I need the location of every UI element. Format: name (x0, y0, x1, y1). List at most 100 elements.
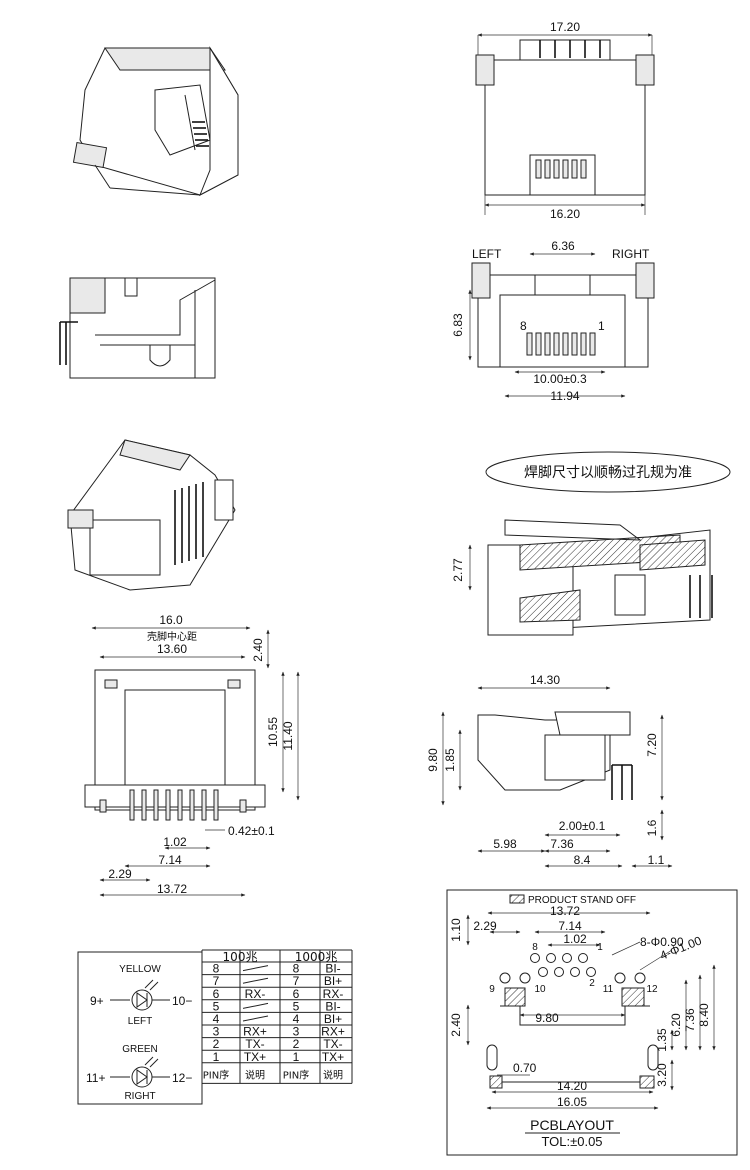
pcb-dim-980: 9.80 (535, 1011, 559, 1025)
table-cell-pin2: 3 (293, 1025, 300, 1039)
table-cell-1000: BI- (325, 999, 340, 1013)
dim-front-height: 6.83 (451, 313, 465, 337)
front-view: LEFT RIGHT 6.36 6.83 8 1 10.00±0.3 11.94 (451, 239, 655, 403)
table-cell-pin2: 1 (293, 1050, 300, 1064)
dim-side-d4: 7.36 (550, 837, 574, 851)
table-cell-empty-mark (242, 965, 269, 972)
iso-contacts (192, 121, 209, 147)
label-right: RIGHT (612, 247, 650, 261)
pcb-dim-840: 8.40 (697, 1003, 711, 1027)
dim-h1: 10.55 (266, 717, 280, 747)
table-cell-pin: 2 (213, 1037, 220, 1051)
table-cell-1000: RX- (323, 987, 344, 1001)
table-cell-1000: RX+ (321, 1025, 345, 1039)
iso-view-bottom (67, 439, 236, 591)
iso-view-top (72, 46, 239, 197)
dim-side-d1: 2.00±0.1 (559, 819, 606, 833)
shell-pitch-note: 壳脚中心距 (147, 630, 197, 643)
dim-side-d6: 1.1 (648, 853, 665, 867)
table-cell-pin: 6 (213, 987, 220, 1001)
label-left: LEFT (472, 247, 502, 261)
table-cell-1000: TX+ (322, 1050, 344, 1064)
table-cell-empty-mark (242, 977, 269, 984)
pcb-dim-1420: 14.20 (557, 1079, 587, 1093)
pin-assignment: YELLOW 9+ 10− LEFT GREEN 11+ 12− RIGHT 1… (77, 949, 353, 1105)
pcb-pin11: 11 (603, 984, 614, 995)
dim-inner-width: 13.60 (157, 642, 187, 656)
dim-side-d5: 8.4 (574, 853, 591, 867)
dim-h2: 11.40 (281, 721, 295, 750)
led-yellow-label: YELLOW (119, 964, 161, 975)
table-cell-1000: BI+ (324, 1012, 342, 1026)
pcb-pin8: 8 (532, 942, 538, 953)
pcb-dim-736: 7.36 (683, 1008, 697, 1032)
pcb-dim-070: 0.70 (513, 1061, 537, 1075)
table-cell-pin: 1 (213, 1050, 220, 1064)
pcb-holes (499, 953, 646, 984)
top-contact-slots (535, 159, 587, 179)
led-pin11: 11+ (86, 1071, 105, 1085)
dim-side-d2: 1.6 (645, 819, 659, 836)
table-cell-pin2: 5 (293, 999, 300, 1013)
note-text: 焊脚尺寸以顺畅过孔规为准 (524, 465, 692, 481)
pcb-dim-240: 2.40 (449, 1013, 463, 1037)
led-right-label: RIGHT (124, 1091, 155, 1102)
table-cell-empty-mark (242, 1002, 269, 1009)
pcb-title: PCBLAYOUT (530, 1117, 614, 1133)
pcb-dim-102: 1.02 (563, 932, 587, 946)
led-left-label: LEFT (128, 1016, 152, 1027)
pcb-layout: PRODUCT STAND OFF 13.72 1.10 2.29 7.14 1… (446, 889, 738, 1156)
led-pin12: 12− (172, 1071, 192, 1085)
dim-shell-pitch: 16.0 (159, 613, 183, 627)
pcb-hole-small: 8-Φ0.90 (640, 935, 684, 949)
dim-side-low-height: 1.85 (443, 748, 457, 772)
note-bubble: 焊脚尺寸以顺畅过孔规为准 (485, 451, 731, 493)
side-dim-legs (611, 764, 633, 800)
pcb-tolerance: TOL:±0.05 (541, 1134, 602, 1149)
pcb-pin10: 10 (534, 984, 546, 995)
dim-side-right-height: 7.20 (645, 733, 659, 757)
table-footer-pin2: PIN序 (283, 1068, 309, 1081)
dim-front-width: 11.94 (550, 389, 579, 403)
side-view-small (59, 277, 216, 379)
pin8-label: 8 (520, 319, 527, 333)
pcb-dim-v1: 1.10 (449, 918, 463, 942)
pcb-dim-135: 1.35 (655, 1028, 669, 1052)
pin1-label: 1 (598, 319, 605, 333)
pcb-pin2: 2 (589, 978, 595, 989)
dim-section-height: 2.77 (451, 558, 465, 582)
table-header-1000: 1000兆 (295, 950, 338, 964)
table-cell-1000: BI+ (324, 974, 342, 988)
table-cell-pin2: 7 (293, 974, 300, 988)
table-cell-100: RX- (245, 987, 266, 1001)
pcb-dim-714: 7.14 (558, 919, 582, 933)
top-pins (539, 40, 601, 58)
table-cell-pin2: 4 (293, 1012, 300, 1026)
pcb-pin1: 1 (597, 942, 603, 953)
dim-span: 7.14 (158, 853, 182, 867)
dim-total: 13.72 (157, 882, 187, 896)
table-cell-pin: 4 (213, 1012, 220, 1026)
pcb-pin12: 12 (646, 984, 658, 995)
pcb-legend: PRODUCT STAND OFF (528, 895, 636, 906)
table-cell-pin2: 2 (293, 1037, 300, 1051)
table-cell-100: RX+ (243, 1025, 267, 1039)
pcb-dim-1605: 16.05 (557, 1095, 587, 1109)
table-footer-pin: PIN序 (203, 1068, 229, 1081)
table-cell-pin2: 8 (293, 962, 300, 976)
table-cell-1000: BI- (325, 962, 340, 976)
table-cell-pin2: 6 (293, 987, 300, 1001)
bottom-view: 16.0 壳脚中心距 13.60 2.40 10.55 11.40 0.42±0… (84, 613, 300, 897)
table-cell-100: TX+ (244, 1050, 266, 1064)
front-contacts (526, 332, 596, 356)
section-view: 2.77 (451, 519, 713, 636)
bottom-pins (99, 789, 247, 821)
dim-top-gap: 2.40 (251, 638, 265, 662)
pcb-pin9: 9 (489, 984, 495, 995)
pcb-dim-229: 2.29 (473, 919, 497, 933)
table-footer-desc2: 说明 (323, 1068, 343, 1081)
section-legs (689, 575, 713, 618)
dim-base-width: 16.20 (550, 207, 580, 221)
